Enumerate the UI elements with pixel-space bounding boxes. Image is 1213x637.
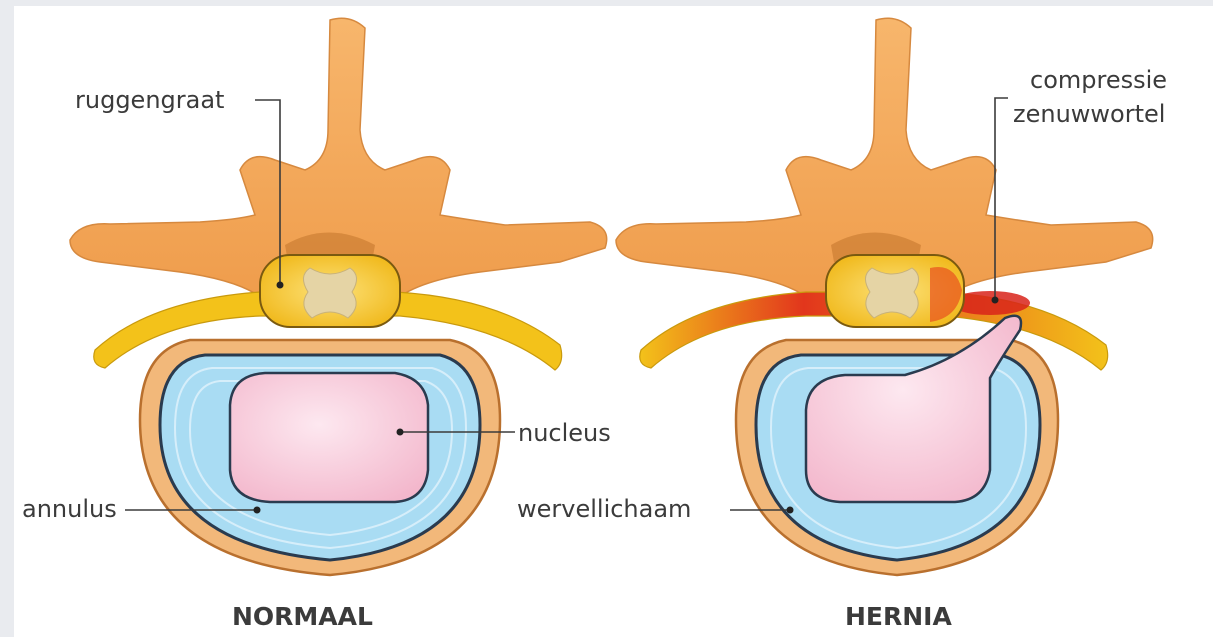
hernia-title: HERNIA <box>845 602 952 631</box>
compressie-label: compressie <box>1030 66 1167 94</box>
label-wervellichaam: wervellichaam <box>517 495 794 523</box>
normal-nucleus <box>230 373 428 502</box>
wervellichaam-label: wervellichaam <box>517 495 691 523</box>
normal-title: NORMAAL <box>232 602 373 631</box>
annulus-label: annulus <box>22 495 117 523</box>
zenuwwortel-label: zenuwwortel <box>1013 100 1165 128</box>
ruggengraat-label: ruggengraat <box>75 86 224 114</box>
nucleus-label: nucleus <box>518 419 611 447</box>
